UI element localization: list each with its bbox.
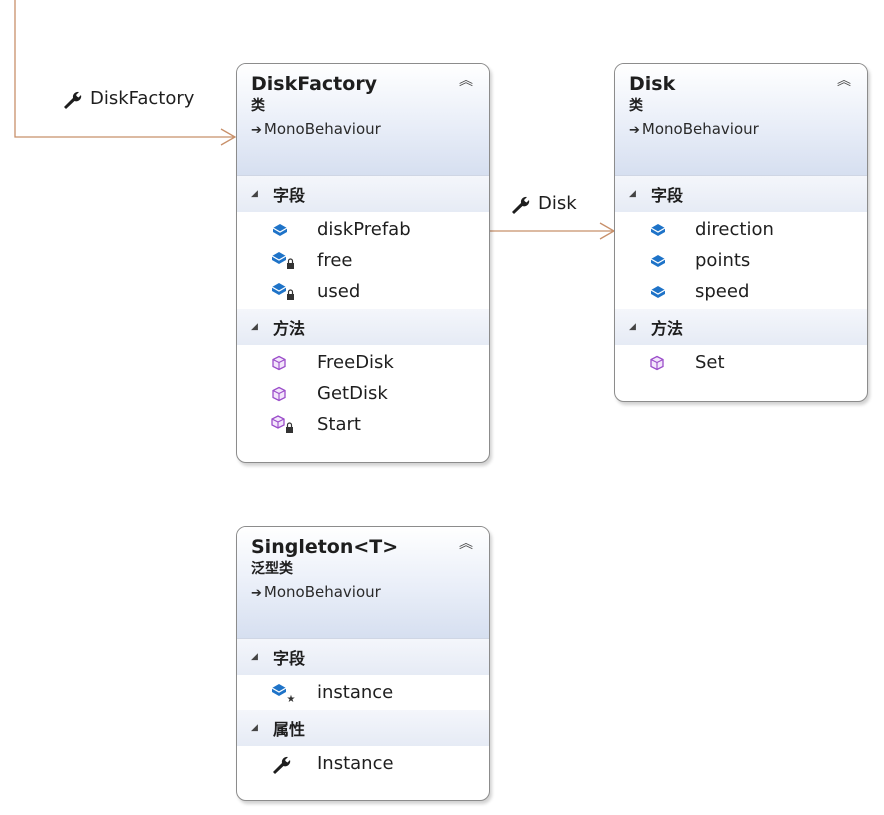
section-header-methods[interactable]: ◢ 方法 (237, 309, 489, 345)
method-public-icon (271, 355, 317, 371)
member-name: instance (317, 682, 394, 703)
wrench-icon (510, 194, 530, 214)
member-name: diskPrefab (317, 219, 411, 240)
member-name: points (695, 250, 751, 271)
member-item[interactable]: diskPrefab (237, 214, 489, 245)
member-name: used (317, 281, 361, 302)
member-name: Set (695, 352, 725, 373)
property-icon (271, 754, 317, 774)
section-title: 字段 (651, 186, 684, 205)
member-name: FreeDisk (317, 352, 394, 373)
field-private-icon (271, 282, 317, 302)
class-box-diskfactory[interactable]: DiskFactory 类 ➔MonoBehaviour ︽ ◢ 字段 disk… (236, 63, 490, 463)
edge-label-text: DiskFactory (90, 88, 195, 109)
section-title: 方法 (273, 319, 306, 338)
section-header-fields[interactable]: ◢ 字段 (615, 176, 867, 212)
member-name: Start (317, 414, 361, 435)
inherits-arrow-icon: ➔ (251, 586, 262, 601)
member-name: speed (695, 281, 750, 302)
field-public-icon (649, 284, 695, 300)
base-class: ➔MonoBehaviour (251, 116, 475, 144)
section-header-fields[interactable]: ◢ 字段 (237, 176, 489, 212)
edge-label-text: Disk (538, 193, 577, 214)
wrench-icon (62, 89, 82, 109)
collapse-chevron-icon[interactable]: ︽ (459, 73, 473, 89)
section-title: 字段 (273, 649, 306, 668)
expand-triangle-icon: ◢ (251, 189, 258, 199)
field-public-icon (649, 222, 695, 238)
svg-text:★: ★ (287, 694, 296, 703)
member-item[interactable]: speed (615, 276, 867, 307)
member-item[interactable]: GetDisk (237, 378, 489, 409)
expand-triangle-icon: ◢ (251, 652, 258, 662)
member-item[interactable]: ★ instance (237, 677, 489, 708)
field-public-icon (649, 253, 695, 269)
section-title: 方法 (651, 319, 684, 338)
association-line-diskfactory (14, 0, 235, 138)
class-name: Disk (629, 73, 676, 95)
member-item[interactable]: used (237, 276, 489, 307)
member-name: direction (695, 219, 774, 240)
member-name: GetDisk (317, 383, 388, 404)
collapse-chevron-icon[interactable]: ︽ (459, 536, 473, 552)
expand-triangle-icon: ◢ (251, 723, 258, 733)
field-private-icon (271, 251, 317, 271)
base-class-name: MonoBehaviour (641, 120, 759, 138)
base-class-name: MonoBehaviour (263, 583, 381, 601)
class-header: DiskFactory 类 ➔MonoBehaviour ︽ (237, 64, 489, 176)
section-title: 属性 (273, 720, 306, 739)
base-class-name: MonoBehaviour (263, 120, 381, 138)
edge-label-diskfactory[interactable]: DiskFactory (62, 88, 194, 109)
class-kind: 泛型类 (251, 561, 293, 577)
section-header-fields[interactable]: ◢ 字段 (237, 639, 489, 675)
section-title: 字段 (273, 186, 306, 205)
class-kind: 类 (251, 98, 265, 114)
class-header: Singleton<T> 泛型类 ➔MonoBehaviour ︽ (237, 527, 489, 639)
section-header-properties[interactable]: ◢ 属性 (237, 710, 489, 746)
field-public-icon (271, 222, 317, 238)
expand-triangle-icon: ◢ (629, 189, 636, 199)
field-static-icon: ★ (271, 683, 317, 703)
class-kind: 类 (629, 98, 643, 114)
member-item[interactable]: Start (237, 409, 489, 440)
expand-triangle-icon: ◢ (629, 322, 636, 332)
base-class: ➔MonoBehaviour (629, 116, 853, 144)
expand-triangle-icon: ◢ (251, 322, 258, 332)
edge-label-disk[interactable]: Disk (510, 193, 577, 214)
member-item[interactable]: points (615, 245, 867, 276)
arrowhead-diskfactory (220, 128, 237, 146)
class-box-disk[interactable]: Disk 类 ➔MonoBehaviour ︽ ◢ 字段 direction p… (614, 63, 868, 402)
inherits-arrow-icon: ➔ (629, 123, 640, 138)
class-name: DiskFactory (251, 73, 378, 95)
member-name: free (317, 250, 353, 271)
method-public-icon (649, 355, 695, 371)
class-name: Singleton<T> (251, 536, 399, 558)
member-item[interactable]: Set (615, 347, 867, 378)
class-header: Disk 类 ➔MonoBehaviour ︽ (615, 64, 867, 176)
section-header-methods[interactable]: ◢ 方法 (615, 309, 867, 345)
class-box-singleton[interactable]: Singleton<T> 泛型类 ➔MonoBehaviour ︽ ◢ 字段 ★… (236, 526, 490, 801)
member-item[interactable]: direction (615, 214, 867, 245)
member-item[interactable]: free (237, 245, 489, 276)
method-private-icon (271, 414, 317, 435)
member-name: Instance (317, 753, 394, 774)
inherits-arrow-icon: ➔ (251, 123, 262, 138)
method-public-icon (271, 386, 317, 402)
member-item[interactable]: FreeDisk (237, 347, 489, 378)
member-item[interactable]: Instance (237, 748, 489, 779)
collapse-chevron-icon[interactable]: ︽ (837, 73, 851, 89)
base-class: ➔MonoBehaviour (251, 579, 475, 607)
